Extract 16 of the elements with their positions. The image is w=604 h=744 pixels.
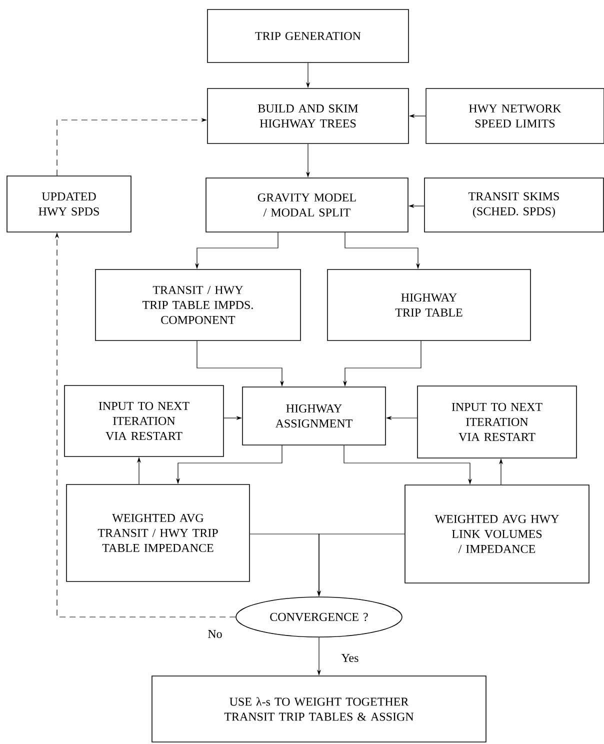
process-box: USE λ-s TO WEIGHT TOGETHER TRANSIT TRIP TABLES & ASSIGN	[152, 676, 486, 742]
process-box: TRANSIT / HWY TRIP TABLE IMPDS. COMPONENT	[95, 269, 301, 341]
process-box: WEIGHTED AVG HWY LINK VOLUMES / IMPEDANCE	[404, 484, 590, 584]
process-box: INPUT TO NEXT ITERATION VIA RESTART	[417, 386, 577, 458]
edge-label: No	[206, 629, 224, 639]
process-box: HWY NETWORK SPEED LIMITS	[426, 88, 604, 144]
process-box: UPDATED HWY SPDS	[6, 176, 132, 232]
process-box: WEIGHTED AVG TRANSIT / HWY TRIP TABLE IMPEDANCE	[66, 484, 250, 582]
process-box: BUILD AND SKIM HIGHWAY TREES	[207, 88, 409, 144]
process-box: INPUT TO NEXT ITERATION VIA RESTART	[64, 385, 224, 457]
process-box: TRANSIT SKIMS (SCHED. SPDS)	[424, 178, 604, 232]
edge-label: Yes	[340, 653, 360, 663]
process-box: TRIP GENERATION	[207, 9, 409, 63]
process-box: GRAVITY MODEL / MODAL SPLIT	[206, 178, 408, 232]
process-box: HIGHWAY TRIP TABLE	[327, 269, 531, 341]
process-box: HIGHWAY ASSIGNMENT	[242, 386, 386, 446]
